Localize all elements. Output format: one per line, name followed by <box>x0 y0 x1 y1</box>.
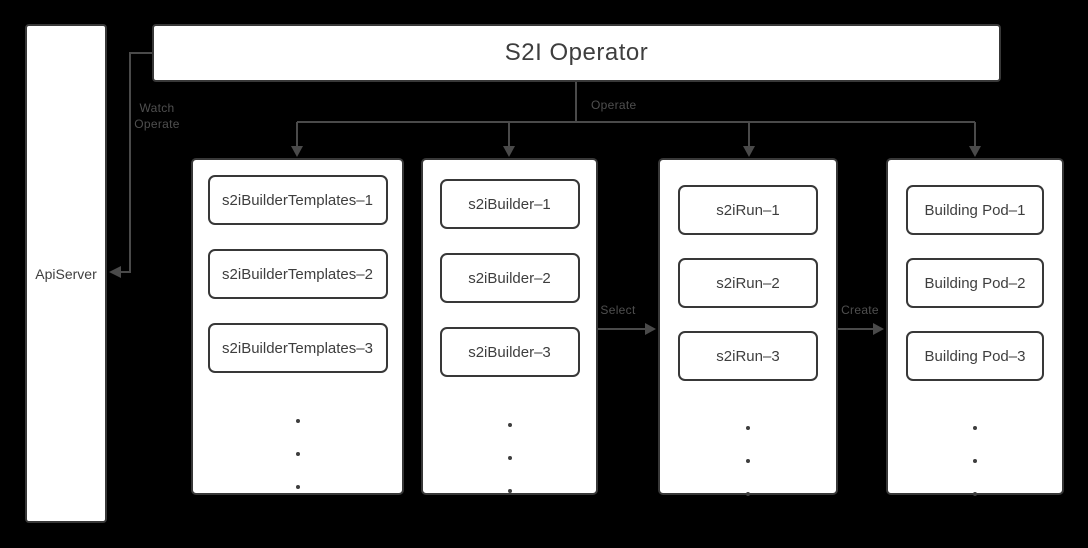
ellipsis-dots <box>973 426 977 496</box>
item-label: s2iBuilderTemplates–2 <box>222 265 373 283</box>
arrowhead-col3 <box>743 146 755 157</box>
diagram-title: S2I Operator <box>504 39 649 66</box>
arrowhead-select <box>645 323 656 335</box>
arrowhead-col4 <box>969 146 981 157</box>
dot <box>295 419 300 423</box>
column-s2i-builder-templates: s2iBuilderTemplates–1 s2iBuilderTemplate… <box>191 158 404 495</box>
item-box: s2iRun–3 <box>678 331 818 381</box>
item-label: Building Pod–2 <box>924 274 1026 292</box>
edge-label-watch-line1: Watch <box>139 101 175 115</box>
item-label: s2iRun–2 <box>716 274 780 292</box>
dot <box>973 426 977 430</box>
dot <box>973 492 977 496</box>
item-box: s2iBuilder–1 <box>439 179 580 229</box>
item-box: Building Pod–1 <box>906 185 1044 235</box>
dot <box>507 489 512 493</box>
dot <box>746 459 750 463</box>
item-box: s2iBuilderTemplates–3 <box>207 323 388 373</box>
item-box: s2iBuilderTemplates–2 <box>207 249 388 299</box>
column-s2i-builder: s2iBuilder–1 s2iBuilder–2 s2iBuilder–3 <box>421 158 598 495</box>
item-box: s2iBuilder–3 <box>439 327 580 377</box>
apiserver-box: ApiServer <box>25 24 107 523</box>
item-label: s2iBuilderTemplates–3 <box>222 339 373 357</box>
item-box: s2iRun–1 <box>678 185 818 235</box>
item-label: Building Pod–3 <box>924 347 1026 365</box>
item-label: s2iBuilder–3 <box>468 343 551 361</box>
s2i-operator-box: S2I Operator <box>152 24 1001 82</box>
edge-watch-operate <box>121 52 152 273</box>
item-box: s2iBuilderTemplates–1 <box>207 175 388 225</box>
apiserver-label: ApiServer <box>35 265 97 282</box>
dot <box>746 492 750 496</box>
edge-label-operate: Operate <box>591 98 637 112</box>
dot <box>507 423 512 427</box>
ellipsis-dots <box>507 423 512 493</box>
item-label: s2iRun–3 <box>716 347 780 365</box>
edge-label-watch-line2: Operate <box>134 117 180 131</box>
item-label: Building Pod–1 <box>924 201 1026 219</box>
item-box: Building Pod–3 <box>906 331 1044 381</box>
item-box: s2iRun–2 <box>678 258 818 308</box>
item-box: Building Pod–2 <box>906 258 1044 308</box>
dot <box>295 452 300 456</box>
edge-label-select: Select <box>600 303 636 317</box>
arrowhead-col2 <box>503 146 515 157</box>
ellipsis-dots <box>295 419 300 489</box>
dot <box>746 426 750 430</box>
ellipsis-dots <box>746 426 750 496</box>
arrowhead-into-apiserver <box>109 266 121 278</box>
item-label: s2iBuilder–2 <box>468 269 551 287</box>
arrowhead-col1 <box>291 146 303 157</box>
arrowhead-create <box>873 323 884 335</box>
item-label: s2iBuilder–1 <box>468 195 551 213</box>
dot <box>973 459 977 463</box>
item-box: s2iBuilder–2 <box>439 253 580 303</box>
item-label: s2iRun–1 <box>716 201 780 219</box>
column-s2i-run: s2iRun–1 s2iRun–2 s2iRun–3 <box>658 158 838 496</box>
dot <box>507 456 512 460</box>
dot <box>295 485 300 489</box>
edge-label-create: Create <box>841 303 879 317</box>
column-building-pod: Building Pod–1 Building Pod–2 Building P… <box>886 158 1064 496</box>
item-label: s2iBuilderTemplates–1 <box>222 191 373 209</box>
